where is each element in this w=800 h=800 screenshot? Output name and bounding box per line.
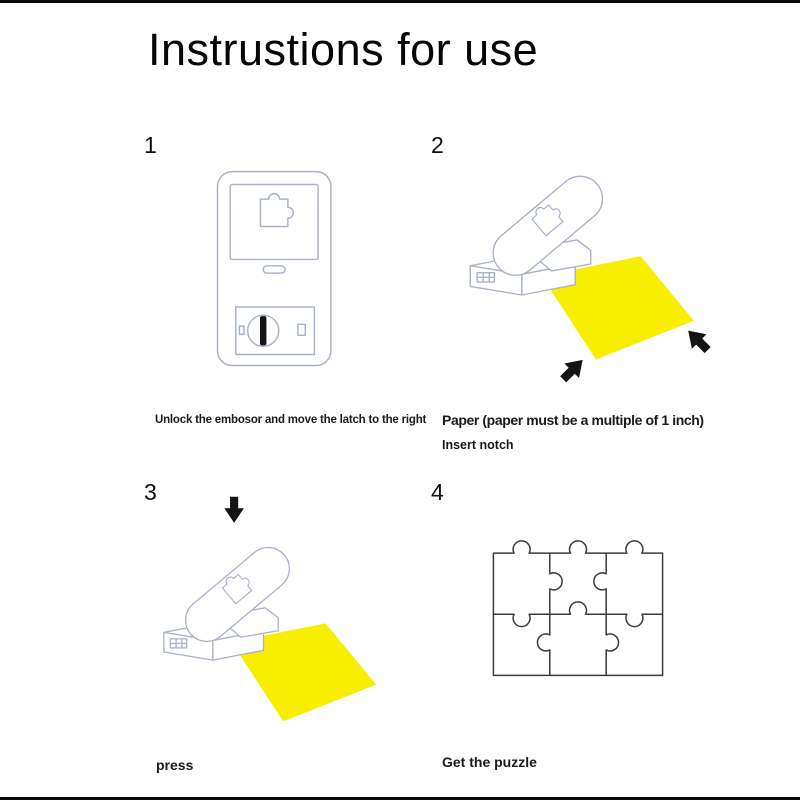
puzzle-horizontal-divider — [493, 601, 663, 628]
step-3-caption: press — [156, 757, 194, 773]
step-1-number: 1 — [144, 132, 157, 158]
puzzle-outer-edge — [492, 540, 664, 677]
step-2-caption: Paper (paper must be a multiple of 1 inc… — [442, 412, 704, 428]
latch-right-mark — [297, 323, 306, 337]
punch-press-illustration — [150, 496, 395, 740]
bottom-border-line — [0, 797, 800, 800]
press-down-arrow — [224, 496, 244, 523]
latch-left-mark — [238, 325, 245, 336]
punch-tool — [164, 539, 376, 722]
step-4-number: 4 — [431, 479, 444, 505]
embosser-window — [229, 183, 319, 261]
step-3-number: 3 — [144, 479, 157, 505]
insert-arrow-left — [555, 352, 590, 387]
top-border-line — [0, 0, 800, 3]
step-1-caption: Unlock the embosor and move the latch to… — [155, 414, 427, 426]
puzzle-vertical-divider-1 — [536, 553, 563, 676]
step-4-caption: Get the puzzle — [442, 754, 537, 770]
latch-bar — [260, 316, 267, 346]
punch-insert-illustration — [460, 166, 715, 387]
puzzle-grid-illustration — [492, 540, 664, 677]
insert-arrow-right — [680, 323, 715, 358]
step-2-number: 2 — [431, 132, 444, 158]
step-2-subcaption: Insert notch — [442, 438, 514, 452]
embosser-front-illustration — [216, 170, 332, 367]
page-title: Instrustions for use — [148, 24, 539, 75]
punch-tool — [470, 167, 694, 359]
puzzle-vertical-divider-2 — [593, 553, 620, 676]
embosser-slot — [262, 265, 286, 274]
